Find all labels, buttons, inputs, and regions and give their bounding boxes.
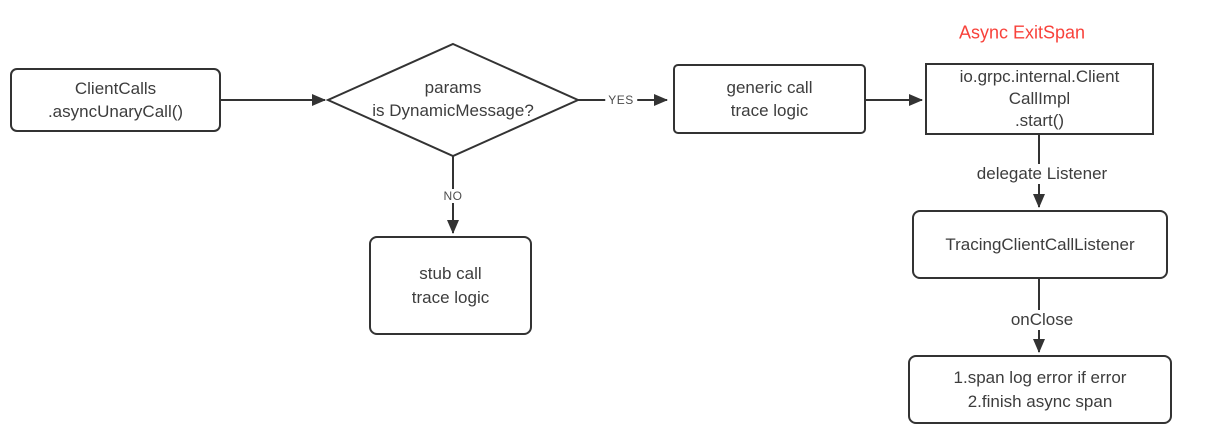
- edge-label-onclose: onClose: [1007, 310, 1077, 330]
- decision-params-is-dynamicmessage: params is DynamicMessage?: [372, 78, 534, 120]
- edge-label-no: NO: [440, 189, 466, 203]
- annotation-async-exitspan: Async ExitSpan: [958, 22, 1086, 43]
- node-grpc-clientcallimpl-start: io.grpc.internal.Client CallImpl .start(…: [925, 63, 1154, 135]
- edge-label-delegate-listener: delegate Listener: [973, 164, 1111, 184]
- node-stub-call-trace-logic: stub call trace logic: [369, 236, 532, 335]
- node-generic-call-trace-logic: generic call trace logic: [673, 64, 866, 134]
- edge-label-yes: YES: [605, 93, 637, 107]
- node-onclose-actions: 1.span log error if error 2.finish async…: [908, 355, 1172, 424]
- node-clientcalls-asyncunarycall: ClientCalls .asyncUnaryCall(): [10, 68, 221, 132]
- node-tracingclientcalllistener: TracingClientCallListener: [912, 210, 1168, 279]
